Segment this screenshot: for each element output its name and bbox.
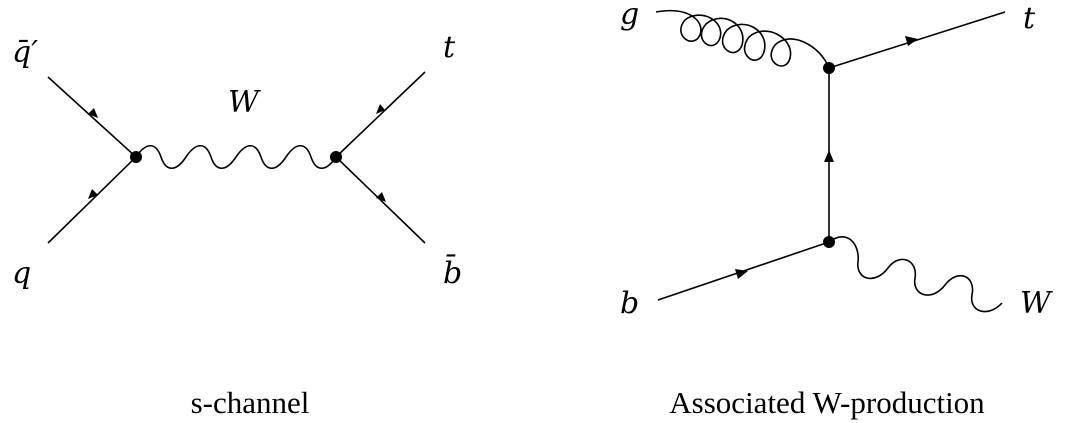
w-propagator bbox=[135, 144, 337, 170]
top-quark-out-arrow bbox=[905, 36, 918, 46]
top-quark-arrow bbox=[376, 104, 385, 114]
vertical-propagator-arrow bbox=[824, 150, 834, 162]
antibottom-line bbox=[335, 156, 426, 244]
vertex-right bbox=[330, 151, 342, 163]
quark-arrow bbox=[88, 189, 98, 199]
label-q: q bbox=[12, 256, 31, 291]
antiquark-line bbox=[47, 76, 137, 158]
caption-associated-w: Associated W-production bbox=[669, 385, 985, 420]
w-boson-out-line bbox=[828, 236, 1003, 313]
label-b-in: b bbox=[620, 286, 639, 321]
quark-line bbox=[47, 156, 137, 244]
label-g: g bbox=[620, 0, 639, 32]
gluon-line bbox=[655, 9, 830, 69]
antibottom-arrow bbox=[376, 192, 386, 202]
vertex-top bbox=[823, 62, 835, 74]
label-t-out: t bbox=[1023, 1, 1036, 36]
label-t: t bbox=[443, 30, 456, 65]
antiquark-arrow bbox=[88, 108, 98, 118]
caption-s-channel: s-channel bbox=[191, 385, 310, 420]
label-q-bar-prime: q̄′ bbox=[12, 35, 38, 70]
vertex-left bbox=[130, 151, 142, 163]
label-w-out: W bbox=[1020, 286, 1053, 321]
label-w: W bbox=[228, 85, 261, 120]
vertex-bottom bbox=[823, 236, 835, 248]
label-b-bar: b̄ bbox=[443, 253, 462, 291]
top-quark-line bbox=[335, 71, 426, 158]
associated-w-diagram: g t b W Associated W-production bbox=[620, 0, 1053, 420]
s-channel-diagram: q̄′ q W t b̄ s-channel bbox=[12, 30, 462, 420]
top-quark-out-line bbox=[828, 11, 1006, 69]
bottom-quark-in-arrow bbox=[735, 269, 748, 279]
